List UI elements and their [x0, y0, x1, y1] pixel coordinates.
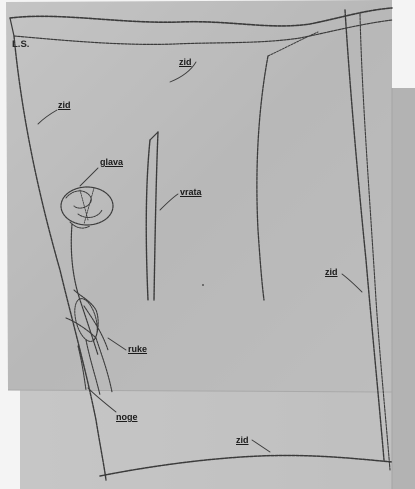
paper-speck — [202, 284, 204, 286]
label-zid-left: zid — [58, 101, 71, 110]
page-mark-label: L.S. — [12, 40, 29, 50]
label-noge: noge — [116, 413, 138, 422]
paper-sheet-lower — [20, 380, 415, 489]
label-zid-top: zid — [179, 58, 192, 67]
paper-sheet-right — [392, 88, 415, 489]
label-ruke: ruke — [128, 345, 147, 354]
label-glava: glava — [100, 158, 123, 167]
label-zid-bottom: zid — [236, 436, 249, 445]
label-zid-right: zid — [325, 268, 338, 277]
label-vrata: vrata — [180, 188, 202, 197]
